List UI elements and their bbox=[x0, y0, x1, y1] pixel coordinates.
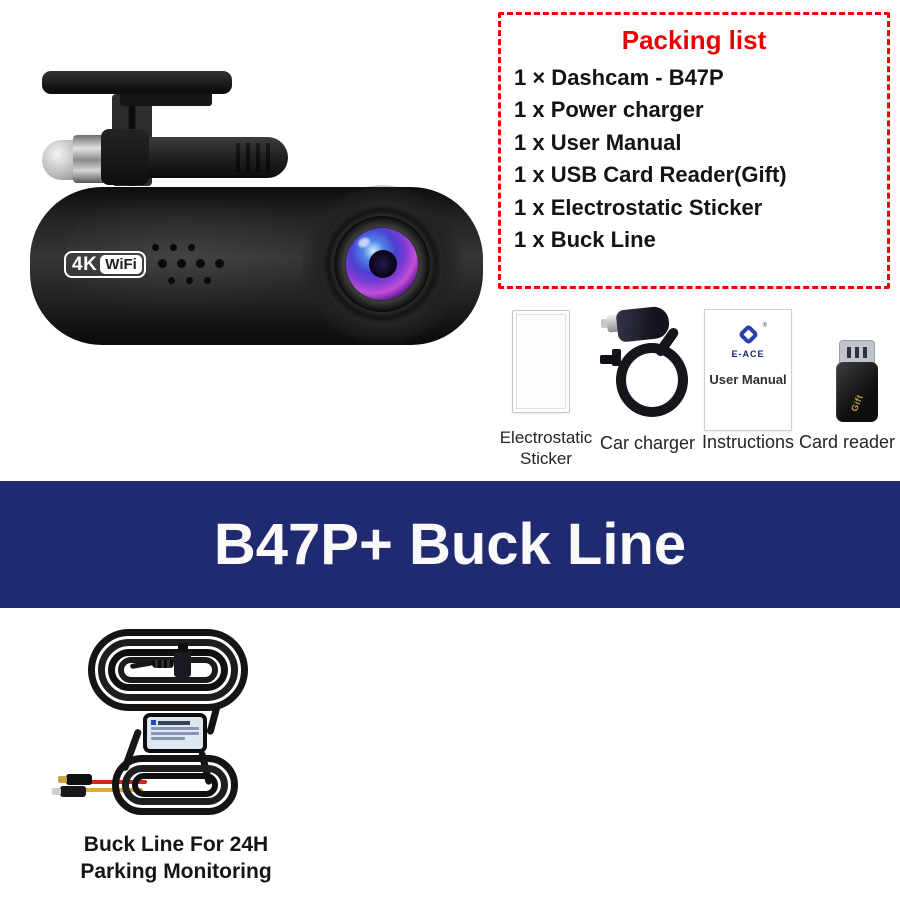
packing-list-item: 1 x USB Card Reader(Gift) bbox=[514, 162, 787, 188]
camera-lens-pupil bbox=[369, 250, 397, 278]
packing-list-item: 1 x Power charger bbox=[514, 97, 704, 123]
speaker-holes-row bbox=[158, 259, 224, 268]
speaker-holes-row bbox=[152, 244, 195, 251]
buck-label-text-line bbox=[151, 737, 185, 740]
product-banner: B47P+ Buck Line bbox=[0, 481, 900, 608]
fuse-tap-terminal bbox=[58, 776, 67, 783]
packing-list-item: 1 x Electrostatic Sticker bbox=[514, 194, 763, 220]
cable-coil-ring bbox=[112, 755, 238, 815]
manual-brand-text: E-ACE bbox=[731, 349, 765, 359]
buck-label-title-bar bbox=[158, 720, 190, 725]
buck-line-caption: Buck Line For 24H Parking Monitoring bbox=[35, 831, 317, 885]
sticker-caption: Electrostatic Sticker bbox=[499, 428, 593, 468]
buck-label-logo bbox=[151, 720, 156, 725]
card-reader-contacts bbox=[847, 347, 869, 358]
packing-list: 1 × Dashcam - B47P 1 x Power charger 1 x… bbox=[501, 62, 887, 256]
usb-connector-strain-relief bbox=[152, 660, 174, 668]
4k-wifi-badge: 4K WiFi bbox=[64, 251, 146, 278]
usb-connector-plug bbox=[178, 643, 188, 652]
cable-coil-ring bbox=[108, 649, 228, 691]
reader-caption: Card reader bbox=[798, 432, 896, 452]
speaker-hole bbox=[158, 259, 167, 268]
camera-lens-glint bbox=[356, 235, 372, 250]
speaker-hole bbox=[168, 277, 175, 284]
usb-connector-icon bbox=[174, 651, 191, 677]
dashcam-mount-plate bbox=[42, 71, 232, 94]
badge-wifi-label: WiFi bbox=[100, 255, 142, 274]
packing-list-item: 1 × Dashcam - B47P bbox=[514, 65, 724, 90]
registered-mark: ® bbox=[762, 323, 767, 329]
camera-lens-glass bbox=[346, 228, 418, 300]
speaker-hole bbox=[215, 259, 224, 268]
buck-label-header bbox=[151, 720, 199, 725]
speaker-holes-row bbox=[168, 277, 211, 284]
card-reader-body: Gift bbox=[836, 362, 878, 422]
dashcam-photo: 4K WiFi bbox=[25, 55, 490, 365]
car-charger-image bbox=[600, 305, 700, 426]
eace-logo-icon bbox=[737, 323, 759, 346]
packing-list-box: Packing list 1 × Dashcam - B47P 1 x Powe… bbox=[498, 12, 890, 289]
manual-caption: Instructions bbox=[701, 432, 795, 452]
dashcam-mount-shoe bbox=[120, 92, 212, 106]
cable-coil-ring bbox=[88, 629, 248, 711]
user-manual-booklet: ® E-ACE User Manual bbox=[704, 309, 792, 431]
electrostatic-sticker-inner-border bbox=[516, 314, 566, 409]
cable-coil-ring bbox=[98, 639, 238, 701]
cable-coil-ring bbox=[132, 773, 218, 797]
packing-list-title: Packing list bbox=[621, 25, 767, 55]
buck-label-text-line bbox=[151, 727, 199, 730]
banner-title: B47P+ Buck Line bbox=[213, 512, 687, 577]
buck-line-photo bbox=[40, 625, 315, 825]
electrostatic-sticker-image bbox=[512, 310, 570, 413]
speaker-hole bbox=[177, 259, 186, 268]
speaker-hole bbox=[170, 244, 177, 251]
camera-lens bbox=[321, 203, 443, 325]
buck-converter-box bbox=[143, 713, 207, 753]
speaker-hole bbox=[204, 277, 211, 284]
card-reader-cap bbox=[839, 340, 875, 364]
charger-tip bbox=[601, 319, 609, 328]
packing-list-item: 1 x User Manual bbox=[514, 129, 682, 155]
fuse-tap-terminal bbox=[52, 788, 61, 795]
fuse-tap-connector bbox=[60, 786, 86, 797]
buck-caption-line1: Buck Line For 24H bbox=[83, 833, 269, 856]
manual-title-text: User Manual bbox=[709, 372, 787, 387]
charger-caption: Car charger bbox=[599, 433, 696, 453]
buck-caption-line2: Parking Monitoring bbox=[80, 860, 272, 883]
camera-lens-ring bbox=[334, 216, 430, 312]
charger-usb-connector-plug bbox=[600, 355, 618, 364]
dashcam-mount-clamp bbox=[101, 129, 149, 185]
speaker-hole bbox=[188, 244, 195, 251]
dashcam-mount-rod-grooves bbox=[230, 143, 272, 172]
buck-label-text-line bbox=[151, 732, 199, 735]
badge-4k-label: 4K bbox=[72, 254, 98, 275]
speaker-hole bbox=[186, 277, 193, 284]
speaker-hole bbox=[152, 244, 159, 251]
packing-list-item: 1 x Buck Line bbox=[514, 227, 656, 253]
speaker-hole bbox=[196, 259, 205, 268]
yellow-power-wire bbox=[77, 788, 143, 792]
charger-plug-body bbox=[615, 305, 671, 343]
card-reader-image: Gift bbox=[836, 340, 880, 422]
buck-converter-label bbox=[147, 717, 203, 749]
card-reader-gift-text: Gift bbox=[849, 393, 865, 413]
fuse-tap-connector bbox=[66, 774, 92, 785]
cable-coil-ring bbox=[122, 765, 228, 805]
charger-cable-loop bbox=[616, 343, 688, 417]
